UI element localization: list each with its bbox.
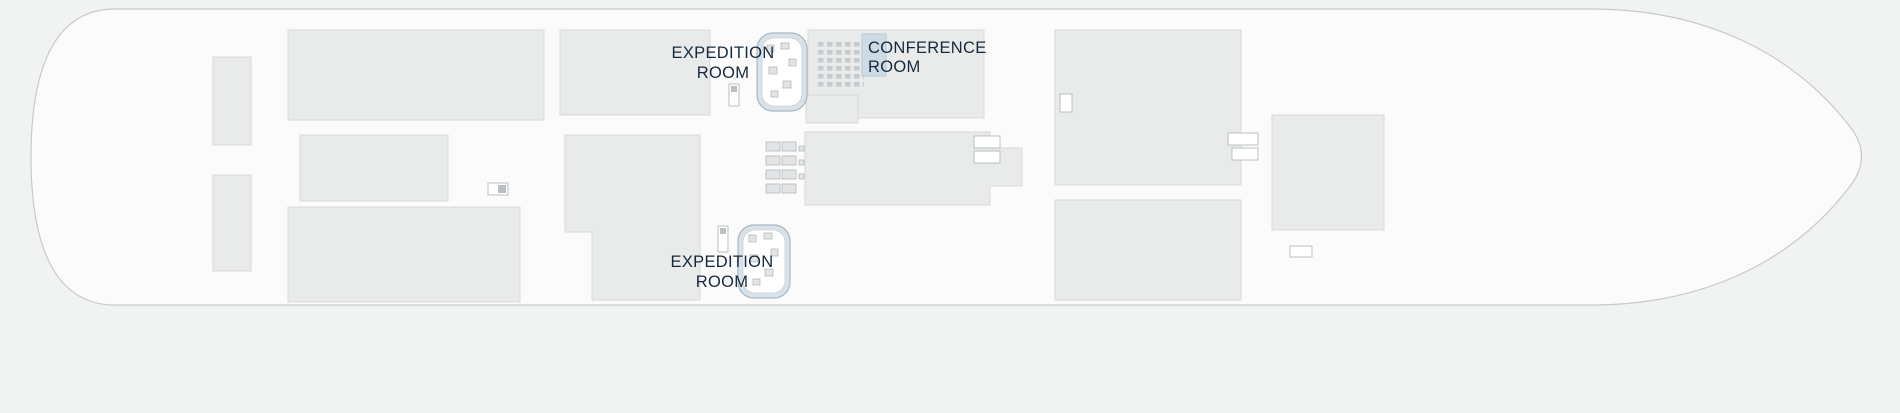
furniture-icon [973, 135, 1001, 164]
elevator-icon [717, 225, 729, 253]
room-block [564, 134, 701, 301]
room-block [287, 29, 545, 121]
expedition-room-top-label-line1: EXPEDITION [672, 44, 775, 62]
room-block [559, 29, 711, 116]
furniture-icon [766, 42, 797, 98]
expedition-room-top-floor [761, 37, 803, 107]
room-block [1271, 114, 1385, 231]
conference-screen [861, 33, 887, 77]
room-block [212, 56, 252, 146]
furniture-icon [1289, 245, 1313, 258]
room-block [1054, 29, 1242, 186]
furniture-icon [1227, 132, 1259, 161]
expedition-room-bottom-shape[interactable] [737, 224, 791, 299]
room-blocks [212, 29, 1385, 303]
expedition-room-top-shape[interactable] [756, 32, 808, 112]
furniture-icon [487, 182, 509, 196]
expedition-room-bottom-floor [742, 229, 786, 294]
room-block [805, 94, 859, 124]
furniture-icon [748, 232, 779, 286]
misc-icons [487, 83, 1313, 258]
conference-room-label-line1: CONFERENCE [868, 39, 987, 57]
conference-room-label-line2: ROOM [868, 58, 921, 76]
room-block [1054, 199, 1242, 301]
conference-seats [818, 42, 864, 89]
expedition-room-bottom-label-line1: EXPEDITION [671, 253, 774, 271]
room-block [299, 134, 449, 202]
expedition-room-top-label-line2: ROOM [697, 64, 750, 82]
conference-room-detail [818, 33, 887, 89]
furniture-icon [765, 141, 805, 194]
labels: EXPEDITION ROOM CONFERENCE ROOM EXPEDITI… [671, 39, 987, 291]
room-block [212, 174, 252, 272]
elevator-icon [728, 83, 740, 107]
expedition-room-bottom-label-line2: ROOM [696, 273, 749, 291]
room-block [287, 206, 521, 303]
furniture-icon [1059, 93, 1073, 113]
